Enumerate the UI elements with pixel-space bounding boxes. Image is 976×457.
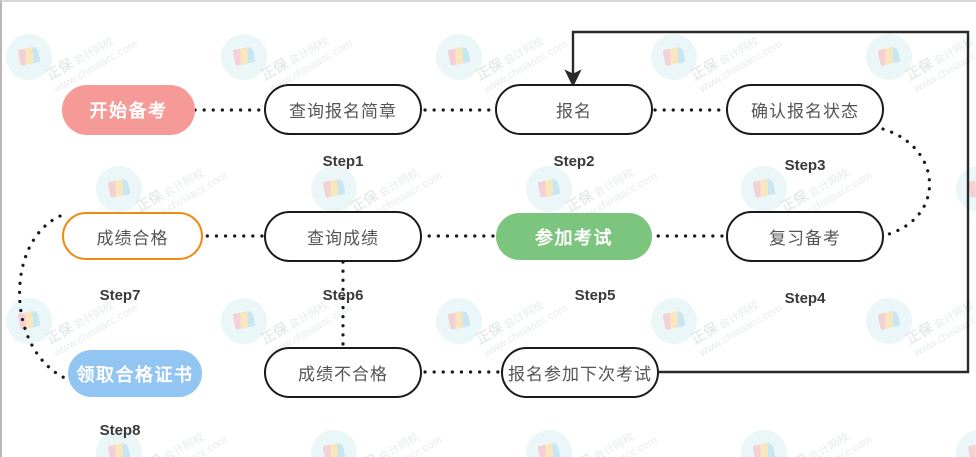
- node-take-exam[interactable]: 参加考试: [496, 213, 652, 260]
- watermark-circle: [866, 298, 912, 344]
- watermark-book-icon: [17, 310, 41, 330]
- node-confirm-label: 确认报名状态: [751, 102, 859, 121]
- watermark-circle: [6, 298, 52, 344]
- step-label-7: Step7: [99, 287, 141, 304]
- watermark-book-icon: [662, 310, 686, 330]
- watermark-circle: [221, 298, 267, 344]
- watermark-circle: [526, 166, 572, 212]
- watermark-circle: [436, 34, 482, 80]
- node-start[interactable]: 开始备考: [62, 85, 195, 135]
- step-label-3: Step3: [784, 157, 826, 174]
- step-label-8: Step8: [99, 422, 141, 439]
- node-review[interactable]: 复习备考: [726, 211, 884, 262]
- watermark-book-icon: [107, 178, 131, 198]
- watermark-circle: [526, 430, 572, 457]
- watermark-book-icon: [322, 442, 346, 457]
- watermark-book-icon: [537, 178, 561, 198]
- watermark-book-icon: [662, 46, 686, 66]
- watermark-circle: [866, 34, 912, 80]
- node-confirm[interactable]: 确认报名状态: [726, 84, 884, 135]
- watermark-book-icon: [752, 178, 776, 198]
- watermark-book-icon: [232, 310, 256, 330]
- watermark-circle: [651, 298, 697, 344]
- node-check-score[interactable]: 查询成绩: [264, 211, 422, 262]
- watermark-book-icon: [17, 46, 41, 66]
- watermark-book-icon: [967, 178, 976, 198]
- node-certificate-label: 领取合格证书: [76, 364, 194, 385]
- watermark-book-icon: [447, 310, 471, 330]
- step-label-6: Step6: [322, 287, 364, 304]
- watermark-circle: [311, 430, 357, 457]
- edge-pass-to-certificate: [18, 214, 69, 381]
- node-pass[interactable]: 成绩合格: [62, 212, 203, 260]
- watermark-circle: [651, 34, 697, 80]
- watermark-book-icon: [447, 46, 471, 66]
- watermark-circle: [436, 298, 482, 344]
- watermark-circle: [956, 430, 976, 457]
- watermark-book-icon: [877, 46, 901, 66]
- node-fail[interactable]: 成绩不合格: [264, 347, 422, 398]
- watermark-book-icon: [967, 442, 976, 457]
- node-read-notice-label: 查询报名简章: [289, 102, 397, 121]
- step-label-2: Step2: [553, 153, 595, 170]
- node-retake-label: 报名参加下次考试: [508, 365, 652, 384]
- node-pass-label: 成绩合格: [96, 228, 169, 248]
- watermark-book-icon: [107, 442, 131, 457]
- step-label-4: Step4: [784, 290, 826, 307]
- watermark-circle: [6, 34, 52, 80]
- watermark-circle: [96, 166, 142, 212]
- watermark-book-icon: [752, 442, 776, 457]
- node-start-label: 开始备考: [89, 101, 168, 121]
- node-take-exam-label: 参加考试: [535, 227, 613, 248]
- node-register[interactable]: 报名: [495, 84, 653, 135]
- edge-confirm-to-review: [881, 127, 932, 237]
- node-certificate[interactable]: 领取合格证书: [68, 350, 202, 397]
- node-check-score-label: 查询成绩: [307, 229, 379, 248]
- node-review-label: 复习备考: [769, 229, 841, 248]
- watermark-book-icon: [877, 310, 901, 330]
- node-fail-label: 成绩不合格: [298, 365, 388, 384]
- node-read-notice[interactable]: 查询报名简章: [264, 84, 422, 135]
- node-retake[interactable]: 报名参加下次考试: [501, 347, 659, 398]
- watermark-book-icon: [322, 178, 346, 198]
- edge-retake-to-register: [564, 30, 970, 374]
- watermark-circle: [741, 430, 787, 457]
- node-register-label: 报名: [556, 102, 592, 121]
- watermark-circle: [311, 166, 357, 212]
- watermark-circle: [956, 166, 976, 212]
- watermark-book-icon: [232, 46, 256, 66]
- step-label-1: Step1: [322, 153, 364, 170]
- step-label-5: Step5: [574, 287, 616, 304]
- watermark-circle: [221, 34, 267, 80]
- watermark-book-icon: [537, 442, 561, 457]
- watermark-circle: [741, 166, 787, 212]
